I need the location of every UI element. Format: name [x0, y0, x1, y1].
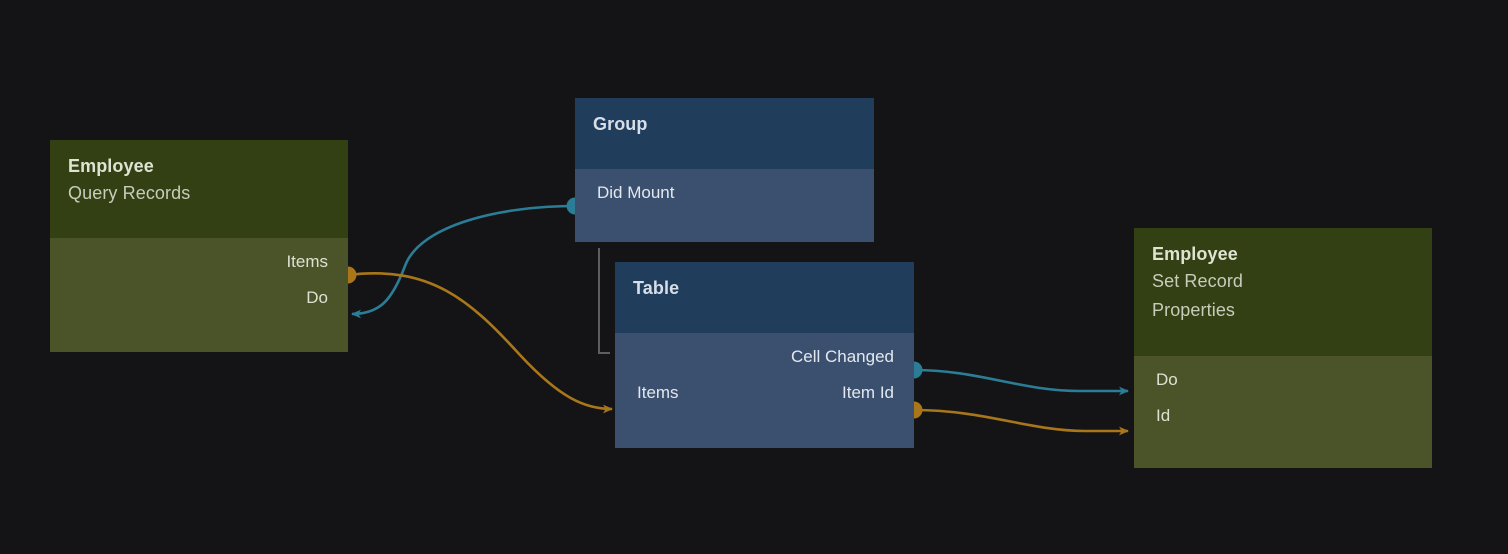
port-row-items-input[interactable]: Items: [615, 373, 679, 413]
node-header[interactable]: Table: [615, 262, 914, 333]
node-title: Employee: [1152, 244, 1238, 264]
wire-did-mount-to-do: [351, 204, 576, 319]
node-title: Employee: [68, 156, 154, 176]
port-row-do-input[interactable]: Do: [50, 278, 348, 318]
node-title: Table: [633, 278, 680, 298]
node-subtitle: Query Records: [68, 183, 191, 203]
port-row-items-output[interactable]: Items: [50, 238, 348, 278]
node-employee-query-records[interactable]: Employee Query Records Items Do: [50, 140, 348, 352]
port-row-items-and-item-id: Items Item Id: [615, 373, 914, 413]
node-body: Cell Changed Items Item Id: [615, 333, 914, 448]
port-label-do: Do: [306, 288, 328, 307]
wire-items-to-table-items: [347, 272, 613, 414]
port-label-items: Items: [286, 252, 328, 271]
node-subtitle-line-2: Properties: [1152, 300, 1236, 320]
node-subtitle-line-1: Set Record: [1152, 271, 1244, 291]
group-child-bracket: [598, 248, 610, 354]
node-title: Group: [593, 114, 648, 134]
node-table[interactable]: Table Cell Changed Items Item Id: [615, 262, 914, 448]
port-label-items: Items: [637, 383, 679, 402]
node-header[interactable]: Group: [575, 98, 874, 169]
node-header[interactable]: Employee Query Records: [50, 140, 348, 238]
node-employee-set-record-properties[interactable]: Employee Set Record Properties Do Id: [1134, 228, 1432, 468]
wire-cell-changed-to-do: [913, 368, 1129, 396]
port-row-do-input[interactable]: Do: [1134, 356, 1432, 396]
wire-item-id-to-id: [913, 408, 1129, 436]
port-row-item-id-output[interactable]: Item Id: [615, 373, 914, 413]
port-label-did-mount: Did Mount: [597, 183, 675, 202]
port-row-did-mount[interactable]: Did Mount: [575, 169, 874, 209]
port-row-id-input[interactable]: Id: [1134, 396, 1432, 436]
port-row-cell-changed[interactable]: Cell Changed: [615, 333, 914, 373]
port-label-cell-changed: Cell Changed: [790, 347, 894, 366]
port-label-id: Id: [1156, 406, 1171, 425]
node-header[interactable]: Employee Set Record Properties: [1134, 228, 1432, 356]
node-group[interactable]: Group Did Mount: [575, 98, 874, 242]
node-body: Do Id: [1134, 356, 1432, 468]
port-label-do: Do: [1156, 370, 1178, 389]
node-body: Did Mount: [575, 169, 874, 242]
port-label-item-id: Item Id: [842, 383, 894, 402]
node-body: Items Do: [50, 238, 348, 352]
